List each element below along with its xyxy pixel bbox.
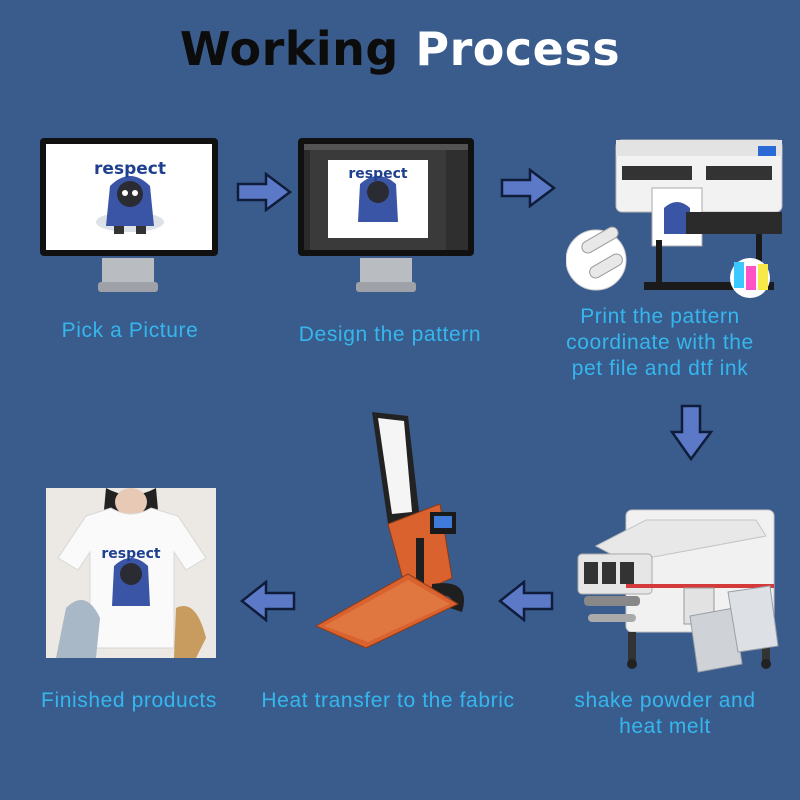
step-3-caption: Print the pattern coordinate with the pe… [540,304,780,382]
artwork-text: respect [348,166,408,182]
caption-line: heat melt [619,715,711,738]
caption-line: coordinate with the [566,331,754,354]
shaker-icon [566,496,780,680]
caption-line: shake powder and [574,689,756,712]
heat-press-icon [312,408,482,648]
step-1-caption: Pick a Picture [30,318,230,344]
printer-icon [566,130,790,302]
page-title: Working Process [0,22,800,76]
step-1-monitor-icon: respect [40,136,220,300]
arrow-down-icon [670,404,714,462]
arrow-right-icon [236,172,292,212]
artwork-text: respect [94,159,166,179]
arrow-left-icon [240,580,296,622]
arrow-right-icon [500,168,556,208]
step-5-caption: Heat transfer to the fabric [246,688,530,714]
step-2-monitor-icon: respect [298,136,476,300]
caption-line: Finished products [41,689,217,712]
caption-line: Design the pattern [298,323,482,346]
arrow-left-icon [498,580,554,622]
step-2-caption: Design the pattern [280,322,500,348]
step-4-caption: shake powder and heat melt [550,688,780,740]
title-word-1: Working [179,22,399,76]
tshirt-icon: respect [46,488,216,658]
caption-line: Print the pattern [580,305,740,328]
title-word-2: Process [415,22,621,76]
step-6-caption: Finished products [26,688,232,714]
caption-line: pet file and dtf ink [571,357,749,380]
caption-line: Heat transfer to the fabric [261,689,515,712]
caption-line: Pick a Picture [61,319,199,342]
artwork-text: respect [101,546,161,562]
